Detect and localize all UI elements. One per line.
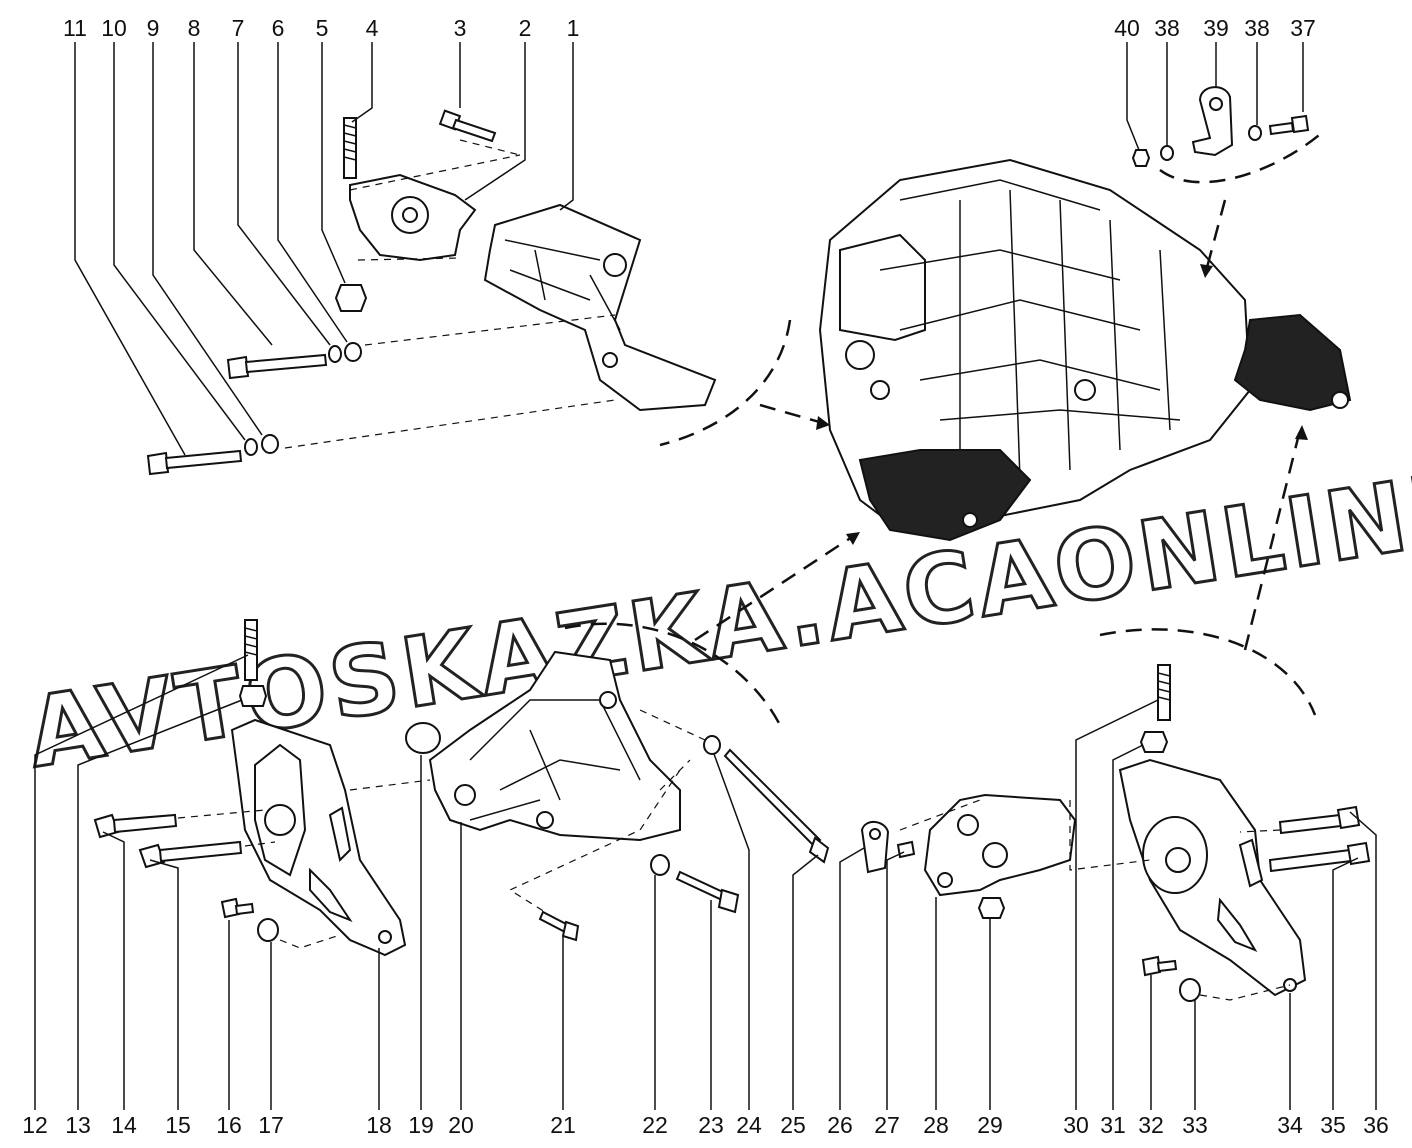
- nut-icon-29: [977, 897, 1006, 919]
- bolt-icon-8: [226, 353, 328, 380]
- bolt-icon-36: [1278, 805, 1361, 835]
- callout-label: 13: [65, 1112, 91, 1138]
- callout-label: 4: [366, 15, 379, 41]
- washer-icon-38b: [1248, 125, 1262, 141]
- nut-icon-5: [334, 284, 368, 312]
- washer-icon-7: [328, 345, 342, 363]
- callout-label: 14: [111, 1112, 137, 1138]
- bolt-icon-16: [220, 897, 255, 919]
- bolt-icon-23: [675, 870, 740, 914]
- bolt-icon-15: [138, 840, 243, 869]
- engine-assembly-icon: [818, 158, 1352, 542]
- callout-label: 25: [780, 1112, 806, 1138]
- callout-label: 23: [698, 1112, 724, 1138]
- callout-label: 33: [1182, 1112, 1208, 1138]
- callout-label: 38: [1154, 15, 1180, 41]
- callout-label: 20: [448, 1112, 474, 1138]
- callout-label: 17: [258, 1112, 284, 1138]
- callout-label: 11: [63, 15, 87, 41]
- callout-label: 30: [1063, 1112, 1089, 1138]
- bolt-icon-37: [1268, 114, 1310, 136]
- callout-label: 2: [519, 15, 532, 41]
- stud-icon-4: [343, 117, 357, 179]
- bracket-part-28: [923, 793, 1077, 897]
- nut-icon-13: [238, 685, 268, 707]
- bolt-icon-35: [1268, 841, 1371, 873]
- callout-label: 21: [550, 1112, 576, 1138]
- callout-label: 28: [923, 1112, 949, 1138]
- bolt-icon-3: [438, 109, 497, 143]
- bolt-icon-11: [146, 449, 243, 476]
- callout-label: 31: [1100, 1112, 1126, 1138]
- callout-label: 36: [1363, 1112, 1389, 1138]
- bolt-icon-32: [1141, 955, 1178, 977]
- washer-icon-17: [257, 918, 279, 942]
- callout-label: 15: [165, 1112, 191, 1138]
- callout-label: 10: [101, 15, 127, 41]
- callout-label: 7: [232, 15, 245, 41]
- callout-label: 9: [147, 15, 160, 41]
- bracket-part-26: [860, 821, 890, 874]
- callout-label: 12: [22, 1112, 48, 1138]
- washer-icon-22: [650, 854, 670, 876]
- washer-icon-9: [261, 434, 279, 454]
- callouts-bottom: 12 13 14 15 16 17 18 19 20 21 22 23 24 2…: [22, 1112, 1389, 1138]
- callout-label: 8: [188, 15, 201, 41]
- washer-icon-6: [344, 342, 362, 362]
- stud-icon-12: [244, 619, 258, 681]
- callout-label: 34: [1277, 1112, 1303, 1138]
- nut-icon-40: [1131, 149, 1151, 167]
- washer-icon-24: [703, 735, 721, 755]
- mount-bracket-icon-18: [230, 718, 407, 957]
- stud-icon-30: [1157, 664, 1171, 721]
- bolt-icon-14: [93, 813, 178, 839]
- callouts-top: 11 10 9 8 7 6 5 4 3 2 1: [63, 15, 579, 41]
- callout-label: 6: [272, 15, 285, 41]
- washer-icon-33: [1179, 978, 1201, 1002]
- bracket-part-1: [483, 203, 717, 412]
- callout-label: 22: [642, 1112, 668, 1138]
- washer-icon-10: [244, 438, 258, 456]
- callout-label: 19: [408, 1112, 434, 1138]
- callout-label: 32: [1138, 1112, 1164, 1138]
- nut-icon-31: [1139, 731, 1169, 753]
- callout-label: 18: [366, 1112, 392, 1138]
- bolt-icon-27: [896, 840, 916, 859]
- callout-label: 3: [454, 15, 467, 41]
- callouts-top-right: 40 38 39 38 37: [1114, 15, 1316, 41]
- washer-icon-38a: [1160, 145, 1174, 161]
- callout-label: 26: [827, 1112, 853, 1138]
- callout-label: 5: [316, 15, 329, 41]
- bracket-part-39: [1191, 86, 1234, 157]
- callout-label: 39: [1203, 15, 1229, 41]
- bolt-icon-21: [538, 910, 580, 942]
- bushing-part-19: [405, 722, 441, 754]
- callout-label: 1: [567, 15, 580, 41]
- engine-mount-part-2: [349, 173, 477, 262]
- callout-label: 24: [736, 1112, 762, 1138]
- bolt-icon-25: [723, 748, 830, 864]
- callout-label: 40: [1114, 15, 1140, 41]
- callout-label: 38: [1244, 15, 1270, 41]
- callout-label: 27: [874, 1112, 900, 1138]
- callout-label: 37: [1290, 15, 1316, 41]
- bracket-part-20: [428, 650, 681, 842]
- callout-label: 35: [1320, 1112, 1346, 1138]
- mount-bracket-icon-34: [1118, 758, 1307, 997]
- callout-label: 29: [977, 1112, 1003, 1138]
- callout-label: 16: [216, 1112, 242, 1138]
- leader-lines: [34, 42, 1377, 1110]
